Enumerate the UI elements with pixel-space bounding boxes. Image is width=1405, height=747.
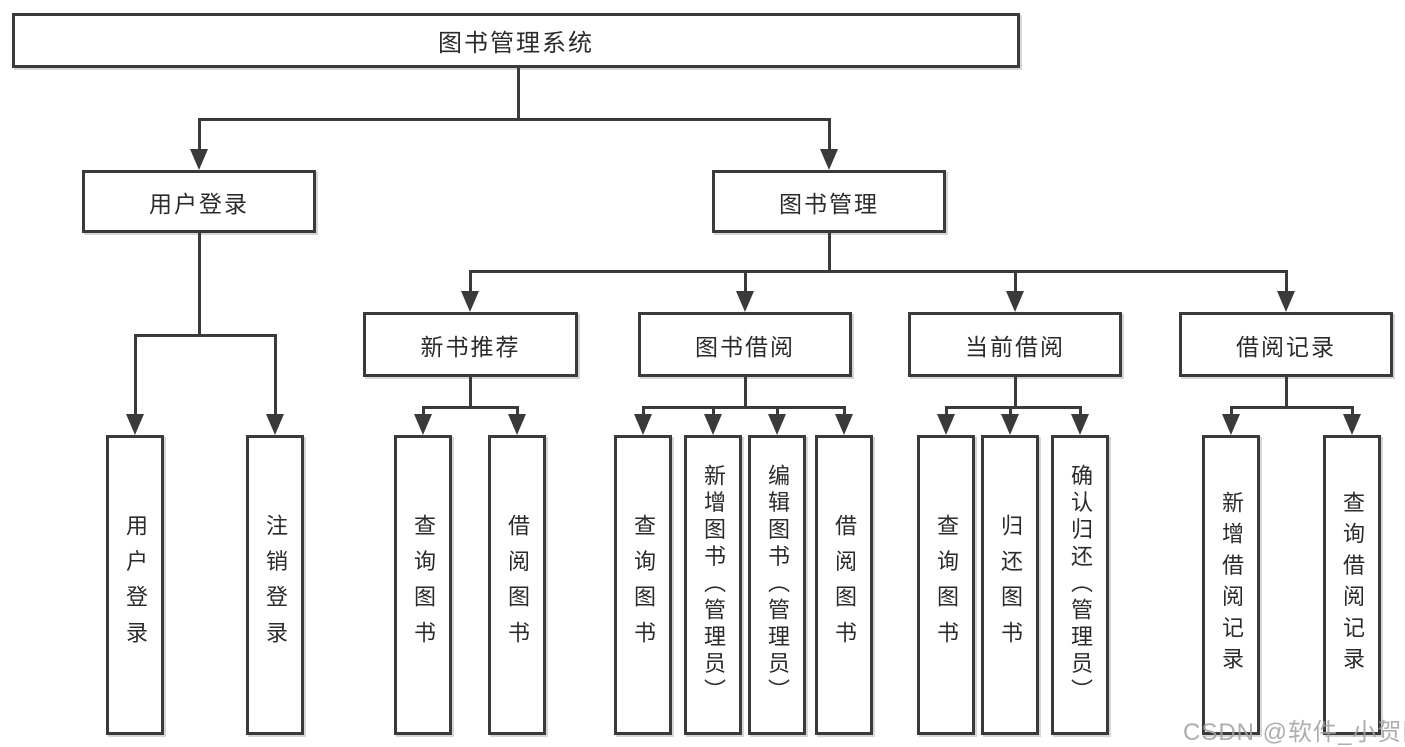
connector-current-stem — [1013, 377, 1017, 409]
connector-book-mgmt-branch — [468, 270, 1288, 273]
connector-recommend-branch — [421, 406, 519, 409]
leaf-add-books-admin: 新增图书（管理员） — [684, 435, 742, 735]
connector-root-branch — [197, 118, 831, 121]
connector-borrowing-stem — [743, 377, 747, 409]
arrow-down-icon — [711, 409, 715, 414]
connector-book-mgmt-stem — [827, 233, 831, 273]
connector-records-stem — [1284, 377, 1288, 409]
leaf-label: 确认归还（管理员） — [1068, 464, 1093, 706]
leaf-label: 查询图书 — [934, 513, 959, 657]
arrow-down-icon — [1008, 409, 1012, 414]
csdn-watermark: CSDN @软件_小贺同学 — [1183, 719, 1405, 746]
leaf-query-borrow-record: 查询借阅记录 — [1323, 435, 1381, 735]
node-label: 图书管理系统 — [438, 30, 594, 57]
connector-root-stem — [517, 68, 520, 121]
leaf-label: 新增借阅记录 — [1219, 491, 1244, 679]
node-new-book-recommendation: 新书推荐 — [363, 312, 578, 377]
leaf-user-login: 用户登录 — [106, 435, 164, 735]
arrow-down-icon — [1350, 409, 1354, 414]
arrow-down-icon — [944, 409, 948, 414]
leaf-label: 查询图书 — [411, 513, 436, 657]
node-book-borrowing: 图书借阅 — [638, 312, 852, 377]
leaf-label: 新增图书（管理员） — [701, 464, 726, 706]
node-library-management-system: 图书管理系统 — [12, 13, 1020, 68]
node-label: 新书推荐 — [420, 333, 521, 360]
leaf-edit-books-admin: 编辑图书（管理员） — [748, 435, 806, 735]
leaf-label: 注销登录 — [263, 513, 288, 657]
leaf-confirm-return-admin: 确认归还（管理员） — [1051, 435, 1109, 735]
leaf-logout-login: 注销登录 — [246, 435, 304, 735]
arrow-down-icon — [468, 273, 472, 291]
arrow-down-icon — [641, 409, 645, 414]
leaf-borrow-books-borrowing: 借阅图书 — [815, 435, 873, 735]
node-book-management: 图书管理 — [712, 170, 946, 233]
leaf-query-books-current: 查询图书 — [917, 435, 975, 735]
arrow-down-icon — [421, 409, 425, 414]
leaf-query-books-borrowing: 查询图书 — [614, 435, 672, 735]
arrow-down-icon — [827, 121, 831, 149]
node-label: 图书借阅 — [695, 333, 795, 360]
leaf-query-books-recommend: 查询图书 — [394, 435, 452, 735]
arrow-down-icon — [273, 337, 277, 414]
connector-recommend-stem — [468, 377, 472, 409]
arrow-down-icon — [1229, 409, 1233, 414]
node-borrowing-records: 借阅记录 — [1179, 312, 1393, 377]
leaf-label: 用户登录 — [123, 513, 148, 657]
node-current-borrowing: 当前借阅 — [908, 312, 1122, 377]
arrow-down-icon — [197, 121, 201, 149]
arrow-down-icon — [1013, 273, 1017, 291]
leaf-label: 编辑图书（管理员） — [765, 464, 790, 706]
arrow-down-icon — [743, 273, 747, 291]
leaf-label: 借阅图书 — [832, 513, 857, 657]
arrow-down-icon — [515, 409, 519, 414]
connector-borrowing-branch — [641, 406, 846, 409]
connector-user-login-branch — [133, 334, 277, 337]
node-user-login: 用户登录 — [82, 170, 316, 233]
leaf-return-books: 归还图书 — [981, 435, 1039, 735]
node-label: 图书管理 — [779, 190, 879, 217]
leaf-add-borrow-record: 新增借阅记录 — [1202, 435, 1260, 735]
leaf-label: 归还图书 — [998, 513, 1023, 657]
arrow-down-icon — [133, 337, 137, 414]
arrow-down-icon — [842, 409, 846, 414]
arrow-down-icon — [775, 409, 779, 414]
connector-current-branch — [944, 406, 1082, 409]
node-label: 借阅记录 — [1236, 333, 1336, 360]
leaf-label: 查询借阅记录 — [1340, 491, 1365, 679]
arrow-down-icon — [1078, 409, 1082, 414]
leaf-borrow-books-recommend: 借阅图书 — [488, 435, 546, 735]
connector-user-login-stem — [197, 233, 201, 337]
leaf-label: 查询图书 — [631, 513, 656, 657]
node-label: 用户登录 — [149, 190, 249, 217]
connector-records-branch — [1229, 406, 1354, 409]
node-label: 当前借阅 — [965, 333, 1065, 360]
leaf-label: 借阅图书 — [505, 513, 530, 657]
arrow-down-icon — [1284, 273, 1288, 291]
